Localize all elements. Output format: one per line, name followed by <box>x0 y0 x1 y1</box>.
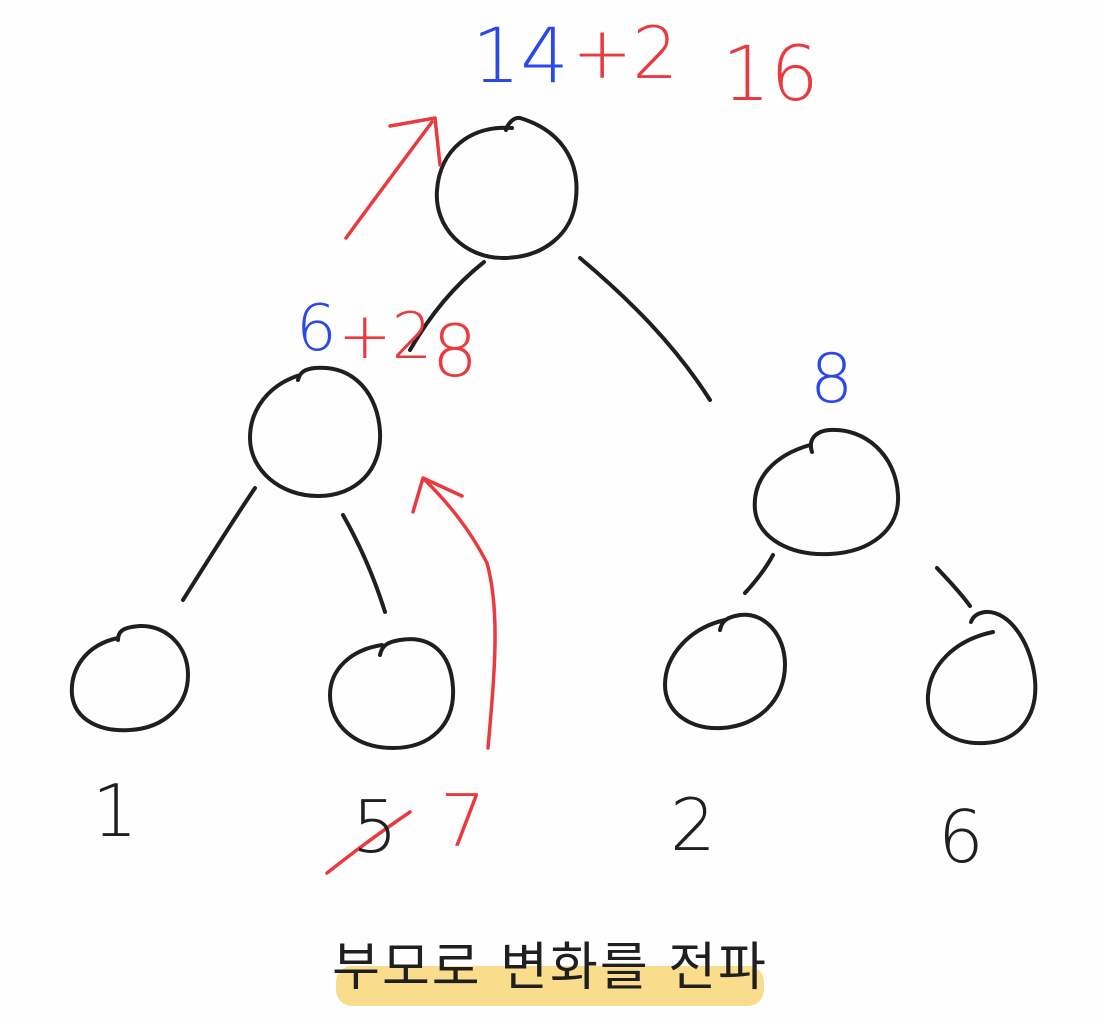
root-old-value: 14 <box>472 11 569 100</box>
edge-left-leaf1 <box>181 486 257 602</box>
edge-root-left <box>408 260 486 352</box>
arrow-left-to-root-icon <box>344 120 434 240</box>
node-root <box>434 115 579 260</box>
leaf2-old-value: 5 <box>352 785 398 869</box>
leaf2-new-value: 7 <box>440 779 486 863</box>
left-old-value: 6 <box>296 292 337 366</box>
strike-leaf2-old-icon <box>325 810 412 875</box>
edge-left-leaf2 <box>341 513 387 614</box>
leaf4-value: 6 <box>938 795 984 879</box>
arrowhead-left-to-root-icon <box>388 116 442 167</box>
edge-right-leaf4 <box>935 566 972 608</box>
arrowhead-leaf-to-left-icon <box>411 476 464 514</box>
node-right <box>752 427 901 557</box>
node-leaf2 <box>328 637 456 750</box>
root-delta: +2 <box>572 11 678 95</box>
left-delta: +2 <box>338 300 432 374</box>
node-left <box>248 365 383 498</box>
left-new-value: 8 <box>432 309 478 393</box>
edge-root-right <box>578 256 712 402</box>
edge-right-leaf3 <box>743 553 775 595</box>
arrow-leaf-to-left-icon <box>423 478 497 750</box>
caption-highlight <box>336 966 764 1006</box>
right-value: 8 <box>810 340 853 419</box>
node-leaf3 <box>663 612 787 731</box>
caption: 부모로 변화를 전파 <box>332 938 768 998</box>
leaf1-value: 1 <box>92 769 138 853</box>
leaf3-value: 2 <box>670 783 716 867</box>
node-leaf1 <box>69 623 190 733</box>
root-new-value: 16 <box>722 29 819 118</box>
node-leaf4 <box>925 609 1038 746</box>
